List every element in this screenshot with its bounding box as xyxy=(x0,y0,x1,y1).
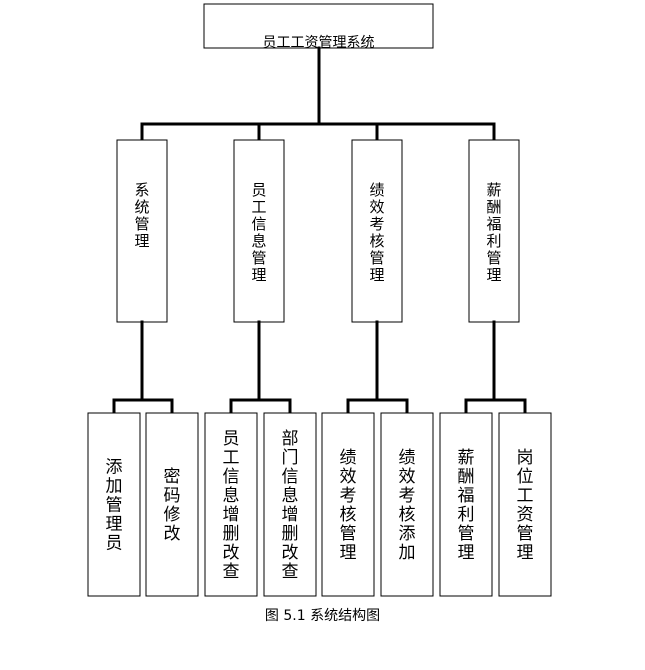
submodule-node-label: 薪酬福利管理 xyxy=(458,448,475,563)
submodule-node-label: 添加管理员 xyxy=(106,458,123,554)
module-node-label: 系统管理 xyxy=(134,181,149,250)
submodule-node-box xyxy=(263,412,317,597)
module-node-label: 绩效考核管理 xyxy=(369,181,384,284)
module-node-box xyxy=(351,139,403,323)
submodule-node-label: 部门信息增删改查 xyxy=(282,429,299,582)
submodule-node-label: 密码修改 xyxy=(164,467,181,544)
submodule-node-box xyxy=(321,412,375,597)
figure-caption: 图 5.1 系统结构图 xyxy=(264,608,381,624)
root-node-box xyxy=(203,3,434,49)
submodule-node-label: 员工信息增删改查 xyxy=(223,429,240,582)
submodule-node-label: 绩效考核添加 xyxy=(399,448,416,563)
submodule-node-box xyxy=(204,412,258,597)
module-node-box xyxy=(233,139,285,323)
module-node-box xyxy=(116,139,168,323)
module-node-label: 薪酬福利管理 xyxy=(486,181,501,284)
submodule-node-box xyxy=(380,412,434,597)
submodule-node-box xyxy=(87,412,141,597)
submodule-node-box xyxy=(498,412,552,597)
submodule-node-box xyxy=(439,412,493,597)
submodule-node-label: 绩效考核管理 xyxy=(340,448,357,563)
module-node-box xyxy=(468,139,520,323)
root-node-label: 员工工资管理系统 xyxy=(263,35,375,51)
submodule-node-box xyxy=(145,412,199,597)
submodule-node-label: 岗位工资管理 xyxy=(517,448,534,563)
module-node-label: 员工信息管理 xyxy=(251,181,266,284)
